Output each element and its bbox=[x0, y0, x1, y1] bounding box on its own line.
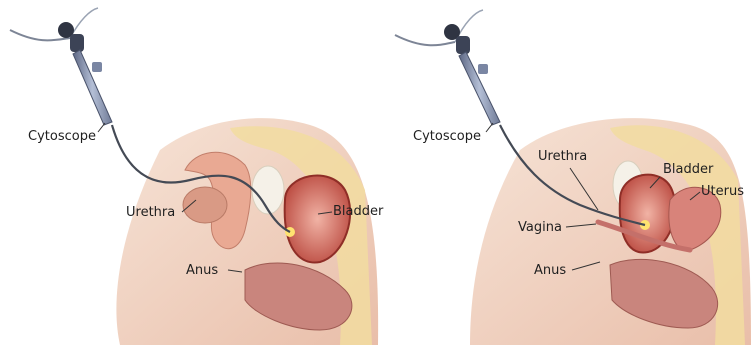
right-cytoscope-instrument bbox=[395, 10, 500, 125]
right-panel-art bbox=[395, 10, 751, 345]
left-panel-art bbox=[10, 8, 378, 345]
right-label-anus: Anus bbox=[534, 264, 566, 277]
right-label-uterus: Uterus bbox=[701, 185, 744, 198]
left-label-anus: Anus bbox=[186, 264, 218, 277]
right-label-cytoscope: Cytoscope bbox=[413, 130, 481, 143]
left-label-cytoscope: Cytoscope bbox=[28, 130, 96, 143]
left-label-urethra: Urethra bbox=[126, 206, 175, 219]
right-label-vagina: Vagina bbox=[518, 221, 562, 234]
left-pubic-bone bbox=[252, 166, 284, 214]
right-label-bladder: Bladder bbox=[663, 163, 713, 176]
right-label-urethra: Urethra bbox=[538, 150, 587, 163]
left-cytoscope-instrument bbox=[10, 8, 112, 125]
left-label-bladder: Bladder bbox=[333, 205, 383, 218]
